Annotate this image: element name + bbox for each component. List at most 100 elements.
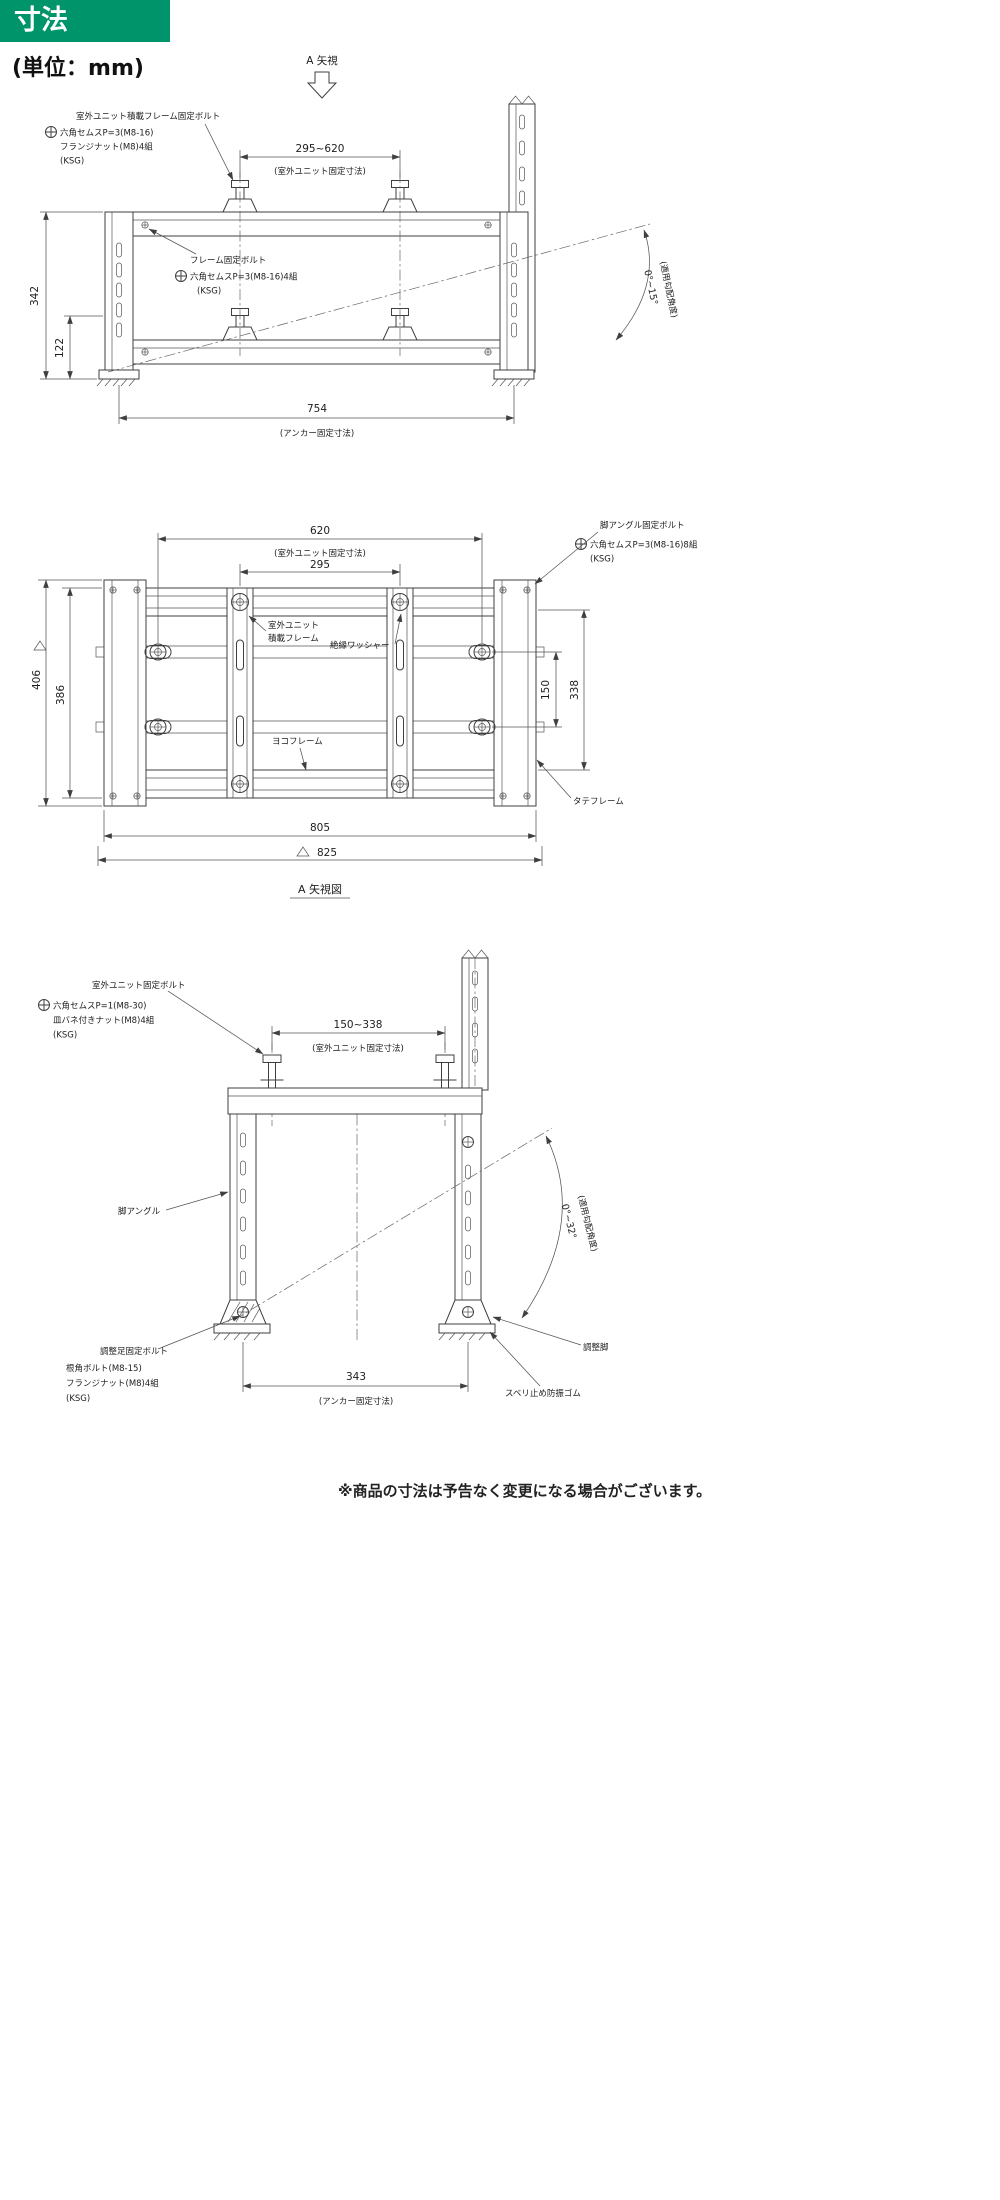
svg-text:皿バネ付きナット(M8)4組: 皿バネ付きナット(M8)4組 [53,1015,155,1026]
svg-text:六角セムスP=3(M8-16)8組: 六角セムスP=3(M8-16)8組 [590,540,698,551]
dim-338-group: 338 [538,609,590,771]
tilt-centerline [107,223,651,373]
yoko-frame-top [145,587,495,617]
cross-recess-icon [575,538,587,550]
dim-295-620-note: (室外ユニット固定寸法) [274,166,366,177]
callout-leg-bolt: 脚アングル固定ボルト 六角セムスP=3(M8-16)8組 (KSG) [534,520,698,585]
leader-line [248,615,267,632]
plan-view-caption: A 矢視図 [298,882,342,896]
dim-122: 122 [54,338,66,358]
anti-slip-rubber-pad [438,1323,496,1334]
dim-406-group: 406 [31,579,102,807]
svg-text:フレーム固定ボルト: フレーム固定ボルト [190,255,266,266]
callout-frame-bolt: フレーム固定ボルト 六角セムスP=3(M8-16)4組 (KSG) [148,228,298,297]
svg-text:積載フレーム: 積載フレーム [268,633,319,644]
cross-recess-icon [175,270,187,282]
dim-150-group: 150 [492,651,562,728]
angle-value: 0°~15° [641,269,659,306]
section-title-banner: 寸法 [0,0,170,42]
svg-text:(KSG): (KSG) [53,1031,77,1041]
revision-triangle-icon [296,846,310,857]
dim-825-group: 825 [97,846,543,866]
footer-note: ※商品の寸法は予告なく変更になる場合がございます。 [338,1482,712,1500]
leader-line [534,531,599,585]
leader-line [489,1331,541,1387]
label-leg-angle: 脚アングル [118,1191,229,1217]
frame-fix-bolts [141,221,492,356]
svg-text:(KSG): (KSG) [60,157,84,167]
angle-arc [521,1135,563,1319]
svg-text:六角セムスP=3(M8-16)4組: 六角セムスP=3(M8-16)4組 [190,272,298,283]
svg-text:室外ユニット: 室外ユニット [268,620,319,631]
right-post [499,211,529,373]
dim-754: 754 [307,403,327,415]
dim-386: 386 [55,685,67,705]
yoko-frame-bottom [145,769,495,799]
mount-frame [96,211,535,387]
leader-line [165,1191,229,1211]
cross-recess-icon [38,999,50,1011]
svg-text:六角セムスP=3(M8-16): 六角セムスP=3(M8-16) [60,128,153,139]
svg-text:絶縁ワッシャー: 絶縁ワッシャー [330,640,390,651]
leader-line [299,747,307,771]
technical-drawing-canvas: A 矢視 [29,54,698,1407]
label-yoko-frame: ヨコフレーム [272,737,323,771]
dim-338: 338 [569,680,581,700]
dim-620: 620 [310,525,330,537]
side-bolt-stub [95,721,105,733]
dim-150: 150 [540,680,552,700]
dim-620-group: 620 (室外ユニット固定寸法) [157,525,483,643]
svg-text:(KSG): (KSG) [197,287,221,297]
svg-text:(KSG): (KSG) [590,555,614,565]
unit-fix-bolt [260,1054,284,1089]
side-bolt-stub [95,646,105,658]
dim-406: 406 [31,670,43,690]
cross-recess-icon [45,126,57,138]
dim-342: 342 [29,286,41,306]
unit-mount-rail-left [226,587,254,799]
angle-note: (適用勾配角度) [575,1194,600,1253]
dim-342-group: 342 [29,211,103,380]
foot-left [96,369,140,387]
dim-295-620: 295~620 [296,143,345,155]
dim-386-group: 386 [55,587,102,799]
plan-view: 620 (室外ユニット固定寸法) 295 脚アングル固定ボルト 六角セムスP=3… [31,520,698,899]
dim-620-note: (室外ユニット固定寸法) [274,548,366,559]
bottom-rail [104,339,529,365]
leg-angle-left [229,1113,257,1301]
svg-text:脚アングル: 脚アングル [118,1206,161,1217]
top-rail [104,211,529,237]
callout-mount-bolt: 室外ユニット積載フレーム固定ボルト 六角セムスP=3(M8-16) フランジナッ… [45,111,234,181]
svg-text:(KSG): (KSG) [66,1394,90,1404]
dim-295: 295 [310,559,330,571]
top-rail [227,1087,483,1115]
leader-line [148,228,197,255]
foot-right [491,369,535,387]
label-washer: 絶縁ワッシャー [330,613,403,651]
left-post [104,211,134,373]
label-unit-frame: 室外ユニット 積載フレーム [248,615,319,644]
dim-754-group: 754 (アンカー固定寸法) [118,385,515,439]
leader-line [157,1315,241,1350]
svg-text:六角セムスP=1(M8-30): 六角セムスP=1(M8-30) [53,1001,146,1012]
leader-line [492,1316,582,1346]
angle-arc [615,229,650,341]
revision-triangle-icon [33,640,47,651]
side-view: 0°~32° (適用勾配角度) 150~338 (室外ユニット固定寸法) 343… [38,949,609,1407]
dim-343-note: (アンカー固定寸法) [319,1396,393,1407]
leg-angle-right [454,1113,482,1301]
callout-unit-bolt: 室外ユニット固定ボルト 六角セムスP=1(M8-30) 皿バネ付きナット(M8)… [38,980,264,1055]
view-a-label: A 矢視 [306,54,338,67]
svg-text:スベリ止め防振ゴム: スベリ止め防振ゴム [505,1388,581,1399]
svg-text:調整足固定ボルト: 調整足固定ボルト [100,1346,168,1357]
dim-805: 805 [310,822,330,834]
anti-slip-rubber-pad [213,1323,271,1334]
svg-text:脚アングル固定ボルト: 脚アングル固定ボルト [600,520,685,531]
svg-text:フランジナット(M8)4組: フランジナット(M8)4組 [66,1378,159,1389]
svg-text:調整脚: 調整脚 [583,1342,609,1353]
leader-line [204,123,234,181]
dim-805-group: 805 [103,810,537,842]
svg-text:根角ボルト(M8-15): 根角ボルト(M8-15) [66,1363,142,1374]
adjust-foot-left [213,1299,271,1341]
